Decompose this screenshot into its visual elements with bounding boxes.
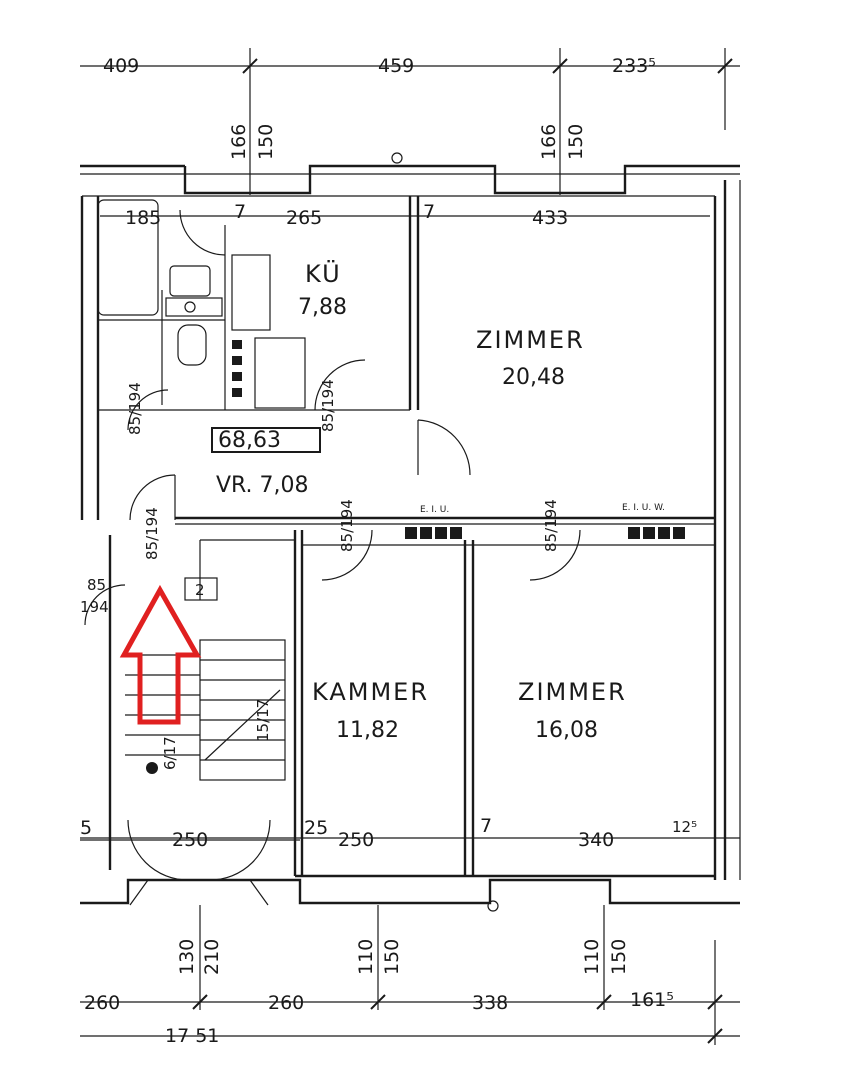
room-area-kueche: 7,88: [298, 295, 347, 320]
staircase: [125, 639, 286, 906]
apartment-number-box: 2: [184, 577, 218, 601]
stair-note-1: 6/17: [161, 736, 179, 770]
win-b-3a: 110: [581, 939, 603, 975]
win-h-2b: 150: [565, 124, 587, 160]
win-h-2a: 166: [538, 124, 560, 160]
stove-burners: [232, 340, 242, 397]
dim-bottom-wall-2: 7: [480, 815, 492, 837]
dim-bottom-wall-1: 25: [304, 817, 328, 839]
door-label-kammer: 85/194: [338, 499, 356, 552]
room-area-zimmer-2: 16,08: [535, 718, 598, 743]
room-name-zimmer-1: ZIMMER: [476, 326, 585, 354]
dim-bath: 185: [125, 207, 161, 229]
dim-bottom-wall-left: 5: [80, 817, 92, 839]
dim-top-3: 233⁵: [612, 55, 656, 77]
win-b-2b: 150: [381, 939, 403, 975]
dim-bottom-2: 260: [268, 992, 304, 1014]
door-labels: 85/194 85/194 85/194 85/194 85/194: [126, 379, 560, 560]
room-name-zimmer-2: ZIMMER: [518, 678, 627, 706]
electrical-label-1: E. I. U.: [420, 505, 449, 515]
electrical-panels: [405, 527, 685, 539]
dim-bottom-4: 161⁵: [630, 989, 674, 1011]
window-heights-top: 166 150 166 150: [228, 124, 587, 160]
dim-top-1: 409: [103, 55, 139, 77]
dim-wall-2: 7: [423, 201, 435, 223]
win-b-3b: 150: [608, 939, 630, 975]
dim-kammer-width: 250: [338, 829, 374, 851]
bottom-dimension-lines: [80, 905, 740, 1045]
dim-bottom-wall-right: 12⁵: [672, 818, 697, 836]
dim-kitchen: 265: [286, 207, 322, 229]
door-label-kitchen: 85/194: [319, 379, 337, 432]
win-h-1b: 150: [255, 124, 277, 160]
stair-left-dim: 85: [87, 576, 106, 594]
dim-stair-width: 250: [172, 829, 208, 851]
dim-wall-1: 7: [234, 201, 246, 223]
total-area-box: 68,63: [211, 427, 321, 453]
win-b-1b: 210: [201, 939, 223, 975]
dim-bottom-3: 338: [472, 992, 508, 1014]
dim-bottom-1: 260: [84, 992, 120, 1014]
room-name-kueche: KÜ: [305, 259, 342, 288]
electrical-label-2: E. I. U. W.: [622, 503, 665, 513]
dim-zimmer: 433: [532, 207, 568, 229]
room-label-vorraum: VR. 7,08: [216, 473, 309, 498]
interior-walls: [80, 196, 715, 876]
doors: [84, 209, 581, 626]
dim-total-width: 17 51: [165, 1025, 219, 1047]
door-label-zimmer2: 85/194: [542, 499, 560, 552]
win-b-2a: 110: [355, 939, 377, 975]
room-area-zimmer-1: 20,48: [502, 365, 565, 390]
stair-left-dim-2: 194: [80, 598, 109, 616]
room-area-kammer: 11,82: [336, 718, 399, 743]
arrow-up-marker: [119, 584, 202, 725]
win-h-1a: 166: [228, 124, 250, 160]
room-name-kammer: KAMMER: [312, 678, 429, 706]
door-label-bath: 85/194: [126, 382, 144, 435]
door-label-entry: 85/194: [143, 507, 161, 560]
win-b-1a: 130: [176, 939, 198, 975]
dim-top-2: 459: [378, 55, 414, 77]
top-dimension-line: [80, 48, 740, 195]
apartment-number: 2: [195, 581, 205, 599]
window-heights-bottom: 130 210 110 150 110 150: [176, 939, 630, 975]
stair-note-2: 15/17: [254, 699, 272, 742]
total-area: 68,63: [218, 428, 281, 453]
dim-zimmer-2-width: 340: [578, 829, 614, 851]
